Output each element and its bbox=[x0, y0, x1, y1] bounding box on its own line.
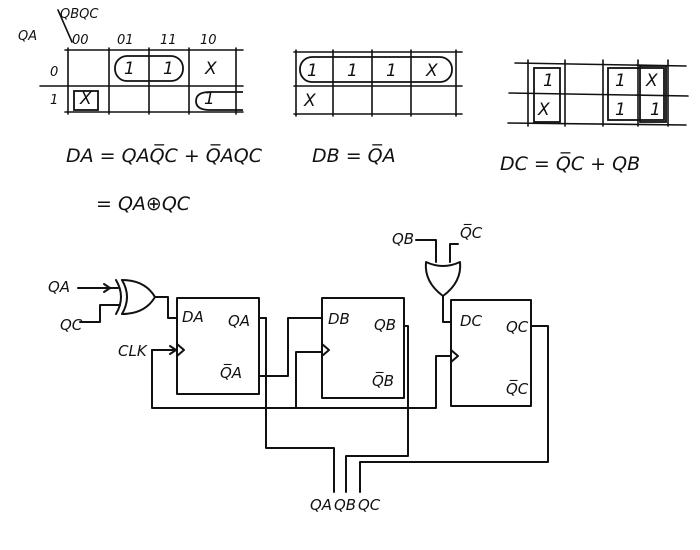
kmap-group-loop bbox=[299, 56, 453, 83]
kmap-cell: X bbox=[79, 89, 92, 109]
grid-line bbox=[508, 92, 689, 97]
kmap-cell: 1 bbox=[163, 59, 174, 79]
wire-arrow bbox=[169, 345, 177, 355]
kmap-cell: 1 bbox=[204, 89, 215, 109]
wire bbox=[154, 296, 178, 319]
kmap-group-loop bbox=[114, 55, 184, 82]
kmap-corner-diagonal bbox=[57, 9, 73, 43]
equation-db: DB = Q̅A bbox=[312, 143, 396, 167]
ff-a-qbar-label: Q̅A bbox=[220, 363, 242, 382]
kmap-cell: 1 bbox=[386, 61, 397, 81]
kmap-group-loop bbox=[195, 91, 243, 111]
ff-c-d-label: DC bbox=[460, 312, 483, 330]
kmap-c: 1 1 X X 1 1 bbox=[507, 59, 689, 127]
kmap-row-header: 0 bbox=[50, 65, 58, 80]
clock-input-b bbox=[321, 343, 330, 357]
wire bbox=[295, 355, 452, 409]
equation-dc: DC = Q̅C + QB bbox=[500, 151, 640, 175]
ff-b-d-label: DB bbox=[328, 310, 350, 328]
wire bbox=[258, 317, 323, 377]
equation-da: DA = QAQ̅C + Q̅AQC bbox=[66, 143, 263, 167]
kmap-cell: X bbox=[425, 61, 438, 81]
clk-label: CLK bbox=[118, 342, 148, 360]
kmap-cell: 1 bbox=[347, 61, 358, 81]
kmap-col-var: QBQC bbox=[60, 7, 99, 22]
or-input-a-label: QB bbox=[392, 230, 414, 248]
output-label: QA bbox=[310, 496, 332, 514]
ff-a-q-label: QA bbox=[228, 312, 250, 330]
kmap-b: 1 1 1 X X bbox=[293, 49, 463, 117]
output-label: QC bbox=[358, 496, 381, 514]
kmap-cell: X bbox=[204, 59, 217, 79]
ff-c-q-label: QC bbox=[506, 318, 529, 336]
kmap-col-header: 11 bbox=[160, 33, 177, 48]
wire bbox=[415, 239, 437, 263]
clock-input-c bbox=[450, 349, 459, 363]
kmap-col-header: 01 bbox=[117, 33, 134, 48]
kmap-cell: X bbox=[303, 91, 316, 111]
ff-b-qbar-label: Q̅B bbox=[372, 371, 394, 390]
ff-c-qbar-label: Q̅C bbox=[506, 379, 529, 398]
kmap-cell: X bbox=[645, 71, 658, 91]
kmap-group-box bbox=[73, 90, 99, 111]
wire bbox=[359, 325, 549, 493]
wire bbox=[258, 317, 267, 377]
kmap-group-box bbox=[607, 67, 665, 121]
xor-input-a-label: QA bbox=[48, 278, 70, 296]
flip-flop-b bbox=[321, 297, 405, 399]
kmap-cell: 1 bbox=[615, 100, 626, 120]
flip-flop-a bbox=[176, 297, 260, 395]
kmap-cell: 1 bbox=[650, 100, 661, 120]
wire bbox=[345, 325, 409, 493]
wire bbox=[265, 317, 335, 493]
kmap-cell: X bbox=[537, 100, 550, 120]
wire bbox=[442, 295, 452, 323]
or-input-b-label: Q̅C bbox=[460, 223, 483, 242]
wire bbox=[79, 304, 121, 323]
clock-input-a bbox=[176, 343, 185, 357]
ff-b-q-label: QB bbox=[374, 316, 396, 334]
kmap-col-header: 00 bbox=[72, 33, 89, 48]
output-label: QB bbox=[334, 496, 356, 514]
kmap-a: QA QBQC 00 01 11 10 0 1 1 1 X X 1 bbox=[18, 7, 244, 115]
kmap-group-box bbox=[639, 65, 667, 123]
circuit: DA QA Q̅A DB QB Q̅B DC QC Q̅C QA QC CLK … bbox=[48, 223, 549, 514]
ff-a-d-label: DA bbox=[182, 308, 204, 326]
kmap-row-var: QA bbox=[18, 29, 37, 44]
kmap-cell: 1 bbox=[124, 59, 135, 79]
kmap-cell: 1 bbox=[615, 71, 626, 91]
equation-da-simplified: = QA⊕QC bbox=[96, 193, 191, 215]
kmap-group-box bbox=[533, 67, 561, 123]
wire-arrow bbox=[103, 283, 111, 293]
kmap-cell: 1 bbox=[307, 61, 318, 81]
xor-input-b-label: QC bbox=[60, 316, 83, 334]
kmap-row-header: 1 bbox=[50, 93, 58, 108]
flip-flop-c bbox=[450, 299, 532, 407]
or-gate bbox=[424, 261, 462, 297]
kmap-col-header: 10 bbox=[200, 33, 217, 48]
grid-line bbox=[507, 122, 687, 126]
wire bbox=[449, 243, 459, 263]
kmap-cell: 1 bbox=[543, 71, 554, 91]
xor-gate bbox=[115, 279, 156, 315]
